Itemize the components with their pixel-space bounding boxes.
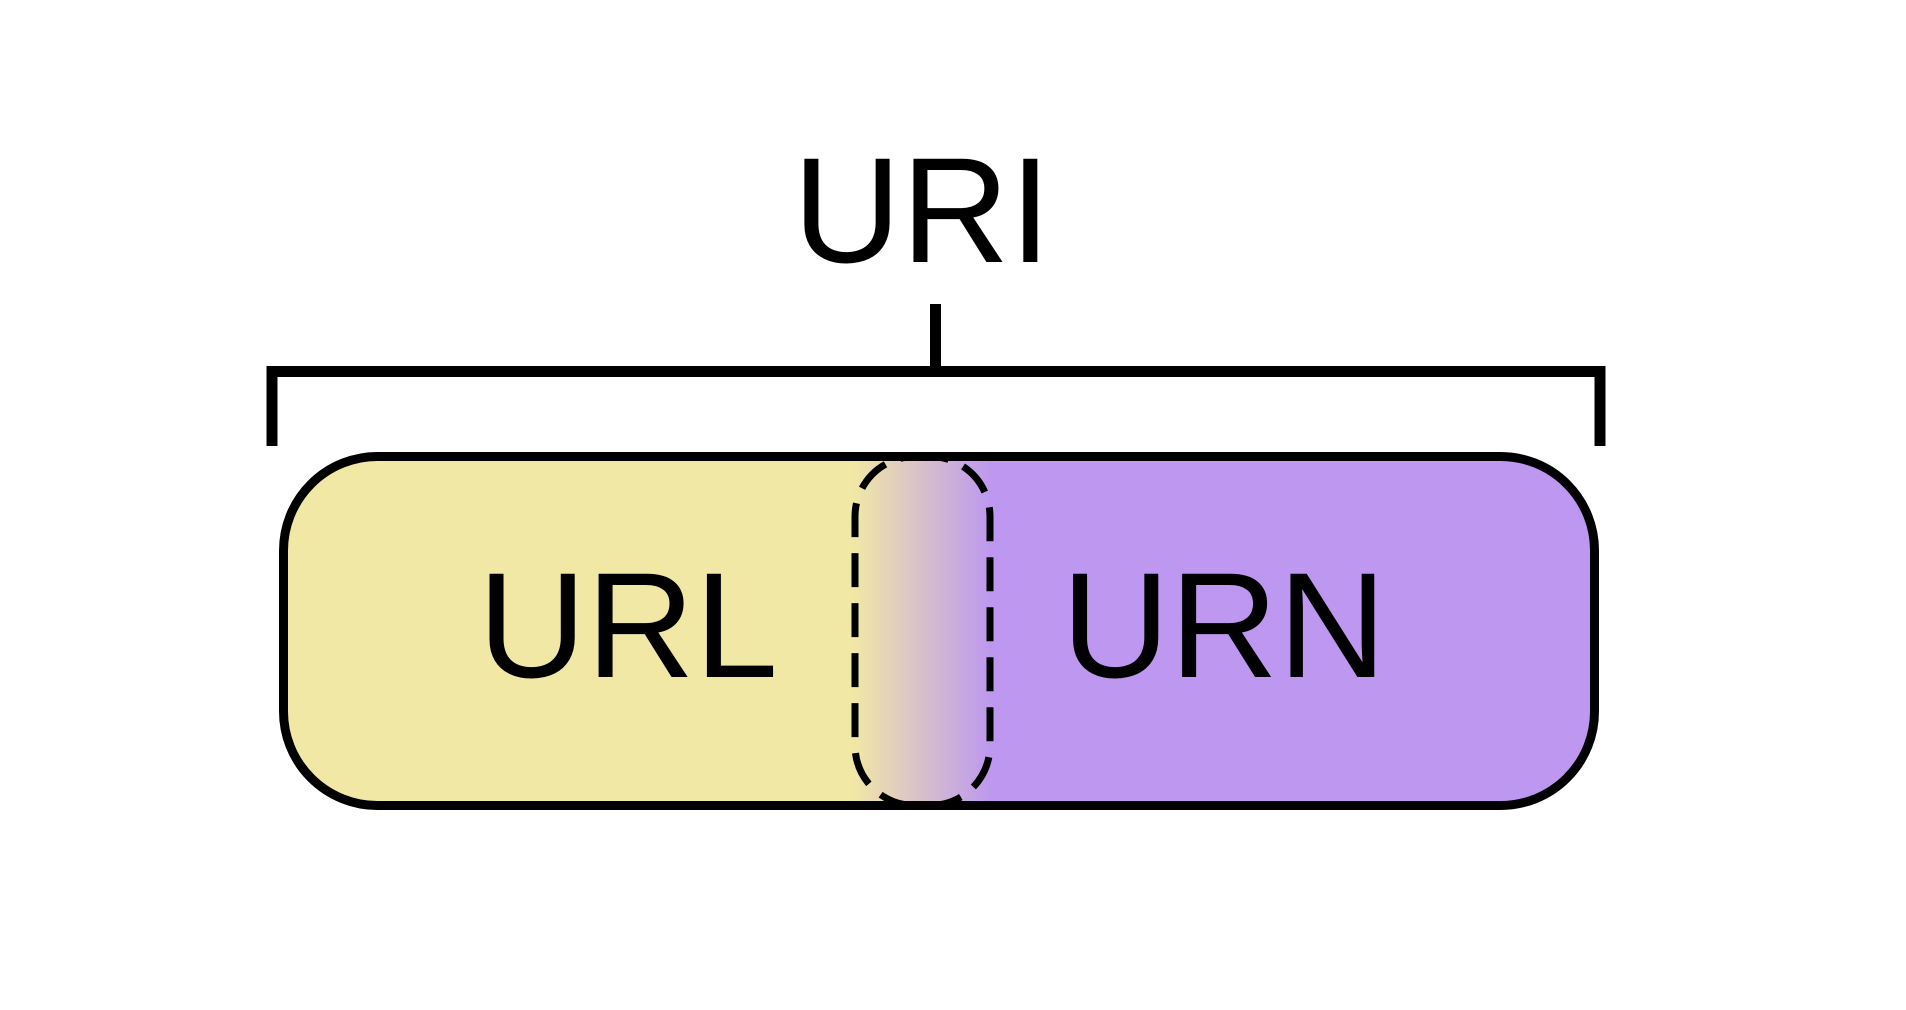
- uri-brace: [266, 366, 1606, 446]
- urn-label: URN: [1062, 541, 1387, 709]
- uri-title: URI: [793, 126, 1051, 294]
- url-label: URL: [478, 541, 778, 709]
- overlap-region-dashed-outline: [851, 453, 994, 809]
